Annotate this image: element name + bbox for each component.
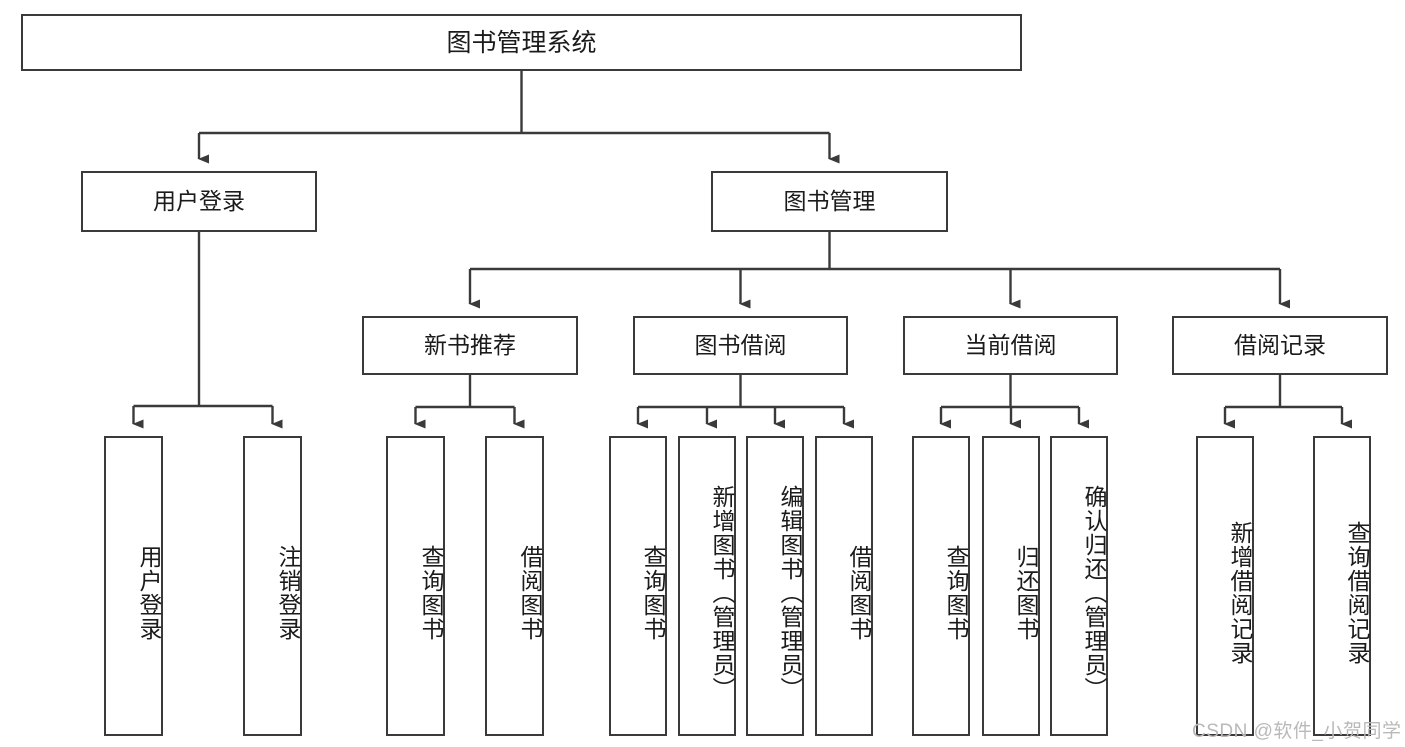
node-label: 新增图书（管理员）: [709, 485, 735, 701]
node-label: 注销登录: [275, 545, 301, 641]
node-current-borrow[interactable]: 当前借阅: [903, 316, 1118, 375]
node-new-book-rec[interactable]: 新书推荐: [362, 316, 578, 375]
node-root[interactable]: 图书管理系统: [21, 14, 1022, 71]
node-label: 图书借阅: [694, 331, 787, 358]
node-label: 新书推荐: [424, 331, 516, 358]
node-label: 图书管理系统: [446, 28, 597, 57]
node-borrow-record[interactable]: 借阅记录: [1172, 316, 1388, 375]
node-label: 确认归还（管理员）: [1081, 485, 1107, 701]
node-label: 查询图书: [418, 545, 444, 641]
node-label: 借阅记录: [1234, 331, 1326, 358]
node-leaf-borrow-book-1[interactable]: 借阅图书: [485, 436, 544, 736]
node-label: 新增借阅记录: [1227, 521, 1253, 665]
node-leaf-borrow-book-2[interactable]: 借阅图书: [815, 436, 873, 736]
node-leaf-query-book-2[interactable]: 查询图书: [609, 436, 667, 736]
node-leaf-confirm-return[interactable]: 确认归还（管理员）: [1050, 436, 1108, 736]
node-leaf-add-record[interactable]: 新增借阅记录: [1196, 436, 1254, 736]
node-label: 图书管理: [783, 187, 876, 214]
node-label: 用户登录: [136, 545, 162, 641]
node-label: 查询借阅记录: [1344, 521, 1370, 665]
node-leaf-logout[interactable]: 注销登录: [243, 436, 302, 736]
node-label: 编辑图书（管理员）: [777, 485, 803, 701]
node-leaf-add-book[interactable]: 新增图书（管理员）: [678, 436, 736, 736]
node-leaf-query-record[interactable]: 查询借阅记录: [1313, 436, 1371, 736]
node-leaf-query-book-3[interactable]: 查询图书: [912, 436, 970, 736]
node-label: 借阅图书: [517, 545, 543, 641]
node-label: 借阅图书: [846, 545, 872, 641]
node-leaf-return-book[interactable]: 归还图书: [982, 436, 1040, 736]
node-leaf-query-book-1[interactable]: 查询图书: [386, 436, 445, 736]
node-book-manage[interactable]: 图书管理: [711, 171, 948, 232]
node-label: 查询图书: [640, 545, 666, 641]
node-label: 用户登录: [153, 187, 245, 214]
node-label: 归还图书: [1013, 545, 1039, 641]
edge-group: [132, 71, 1352, 429]
node-user-login[interactable]: 用户登录: [81, 171, 317, 232]
node-leaf-edit-book[interactable]: 编辑图书（管理员）: [746, 436, 804, 736]
node-leaf-user-login[interactable]: 用户登录: [104, 436, 163, 736]
node-label: 当前借阅: [964, 331, 1057, 358]
node-label: 查询图书: [943, 545, 969, 641]
node-book-borrow[interactable]: 图书借阅: [633, 316, 848, 375]
